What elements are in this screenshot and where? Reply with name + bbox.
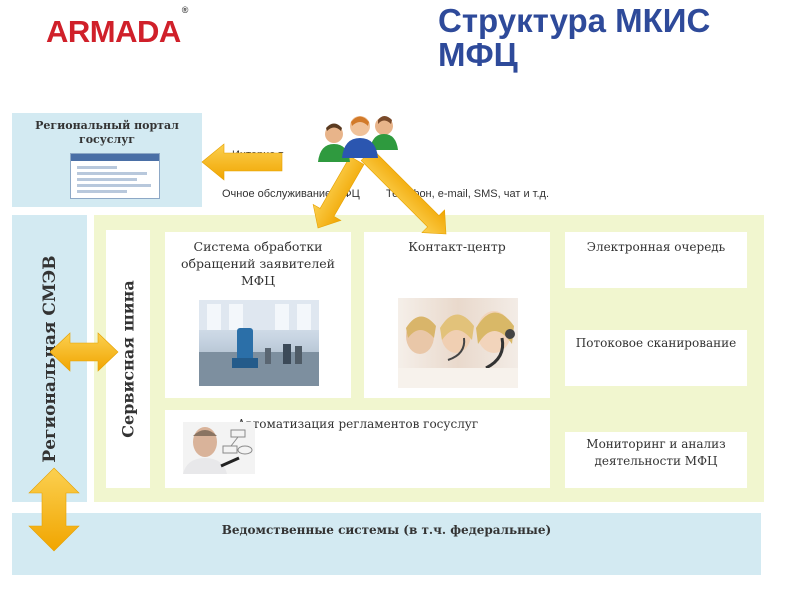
channel-in-person-label: Очное обслуживание МФЦ xyxy=(222,188,360,200)
departmental-systems-label: Ведомственные системы (в т.ч. федеральны… xyxy=(221,523,552,537)
automation-label: Автоматизация регламентов госуслуг xyxy=(236,417,479,431)
armada-logo: ARMADA® xyxy=(46,5,188,50)
automation-box: Автоматизация регламентов госуслуг xyxy=(165,410,550,488)
portal-screenshot-icon xyxy=(70,153,160,199)
contact-center-box: Контакт-центр xyxy=(364,232,550,398)
monitoring-label: Мониторинг и анализ деятельности МФЦ xyxy=(586,437,726,468)
arrow-users-to-appeals-system xyxy=(312,156,365,229)
call-center-operators-photo xyxy=(398,298,518,388)
service-bus-box: Сервисная шина xyxy=(106,230,150,488)
electronic-queue-label: Электронная очередь xyxy=(586,240,726,254)
arrow-users-to-contact-center xyxy=(360,148,447,235)
arrow-internet-to-portal xyxy=(201,143,283,181)
streaming-scan-box: Потоковое сканирование xyxy=(565,330,747,386)
contact-center-label: Контакт-центр xyxy=(408,239,506,254)
regional-portal-label: Региональный портал госуслуг xyxy=(35,119,179,146)
appeals-system-box: Система обработки обращений заявителей М… xyxy=(165,232,351,398)
appeals-system-label: Система обработки обращений заявителей М… xyxy=(181,239,335,288)
logo-text: ARMADA xyxy=(46,14,181,49)
electronic-queue-box: Электронная очередь xyxy=(565,232,747,288)
monitoring-box: Мониторинг и анализ деятельности МФЦ xyxy=(565,432,747,488)
arrow-smev-to-departmental xyxy=(28,467,80,552)
registered-mark: ® xyxy=(181,4,189,15)
users-group-icon xyxy=(318,116,398,162)
arrow-smev-to-bus xyxy=(49,332,119,372)
man-drawing-process-photo xyxy=(183,422,255,474)
regional-portal-box: Региональный портал госуслуг xyxy=(12,113,202,207)
page-title: Структура МКИС МФЦ xyxy=(438,2,711,73)
channel-phone-label: Телефон, e-mail, SMS, чат и т.д. xyxy=(386,188,550,200)
streaming-scan-label: Потоковое сканирование xyxy=(575,336,737,350)
departmental-systems-box: Ведомственные системы (в т.ч. федеральны… xyxy=(12,513,761,575)
office-hall-photo xyxy=(199,300,319,386)
